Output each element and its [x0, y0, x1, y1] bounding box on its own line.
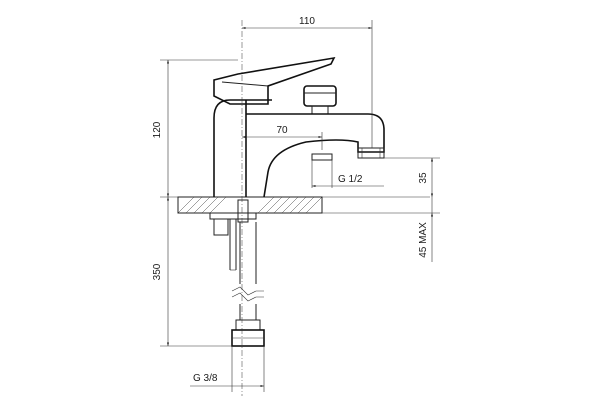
faucet-body: [213, 56, 385, 198]
outlet-thread-callout: G 1/2: [311, 160, 384, 188]
hose-thread-label: G 3/8: [193, 373, 218, 384]
countertop-hatching: [177, 196, 323, 214]
dimension-35-label: 35: [418, 172, 429, 184]
dimension-45-max-label: 45 MAX: [418, 222, 429, 258]
outlet-thread-label: G 1/2: [338, 174, 363, 185]
dimension-350: 350: [152, 197, 232, 347]
countertop-section: [160, 196, 430, 214]
dimension-70-label: 70: [276, 125, 288, 136]
dimension-45-max: 45 MAX: [322, 197, 440, 262]
dimension-110: 110: [242, 16, 373, 148]
dimension-35: 35: [384, 157, 440, 197]
mounting-assembly: [209, 199, 265, 347]
hose-thread-callout: G 3/8: [190, 346, 265, 392]
dimension-120-label: 120: [152, 121, 163, 138]
dimension-70: 70: [242, 125, 323, 150]
dimension-110-label: 110: [299, 16, 315, 27]
dimension-120: 120: [152, 59, 238, 197]
dimension-350-label: 350: [152, 263, 163, 280]
